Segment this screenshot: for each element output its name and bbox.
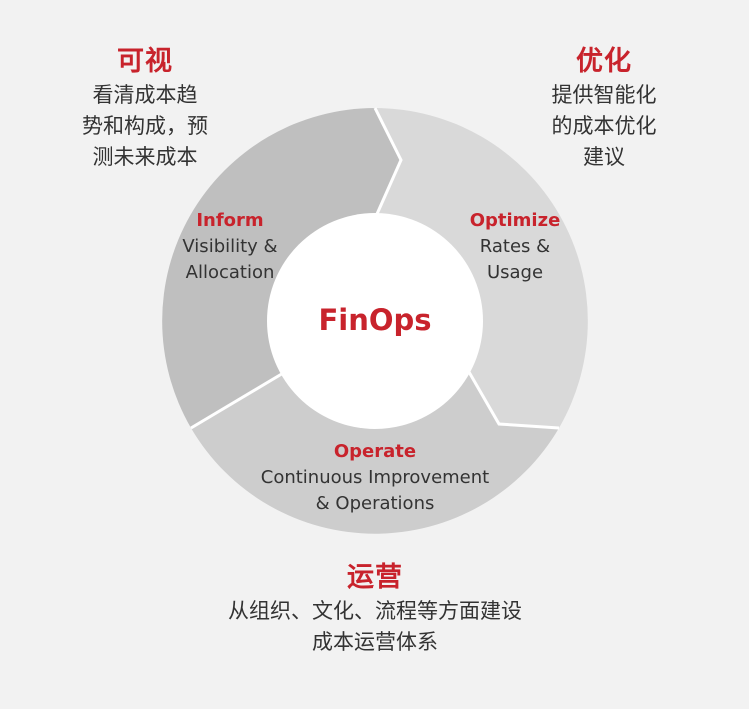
optimize-line-1: Rates & <box>479 236 551 257</box>
operate-cn-title: 运营 <box>347 562 403 593</box>
operate-line-1: Continuous Improvement <box>260 467 490 488</box>
optimize-title: Optimize <box>469 210 561 231</box>
optimize-cn-line-3: 建议 <box>583 145 625 169</box>
center-circle <box>267 213 483 429</box>
inform-line-1: Visibility & <box>182 236 278 257</box>
separator-left <box>190 370 286 430</box>
separator-top <box>373 107 403 215</box>
optimize-segment <box>375 108 588 428</box>
operate-title: Operate <box>333 441 417 462</box>
inform-cn-line-2: 势和构成，预 <box>82 114 208 138</box>
separator-right <box>467 371 560 430</box>
optimize-cn-line-2: 的成本优化 <box>551 114 657 138</box>
inform-title: Inform <box>196 210 264 231</box>
inform-line-2: Allocation <box>185 262 275 283</box>
inform-description: 可视 看清成本趋 势和构成，预 测未来成本 <box>55 44 235 173</box>
optimize-line-2: Usage <box>486 262 544 283</box>
operate-segment-label: Operate Continuous Improvement & Operati… <box>225 439 525 517</box>
operate-cn-line-1: 从组织、文化、流程等方面建设 <box>228 599 522 623</box>
inform-cn-line-3: 测未来成本 <box>92 145 198 169</box>
inform-cn-line-1: 看清成本趋 <box>92 83 198 107</box>
operate-line-2: & Operations <box>315 493 435 514</box>
optimize-description: 优化 提供智能化 的成本优化 建议 <box>514 44 694 173</box>
operate-cn-line-2: 成本运营体系 <box>312 630 438 654</box>
optimize-segment-label: Optimize Rates & Usage <box>435 208 595 286</box>
inform-cn-title: 可视 <box>117 46 173 77</box>
optimize-cn-title: 优化 <box>576 46 632 77</box>
center-title: FinOps <box>318 303 432 337</box>
optimize-cn-line-1: 提供智能化 <box>551 83 657 107</box>
inform-segment-label: Inform Visibility & Allocation <box>150 208 310 286</box>
operate-segment <box>191 372 559 534</box>
operate-description: 运营 从组织、文化、流程等方面建设 成本运营体系 <box>175 560 575 658</box>
